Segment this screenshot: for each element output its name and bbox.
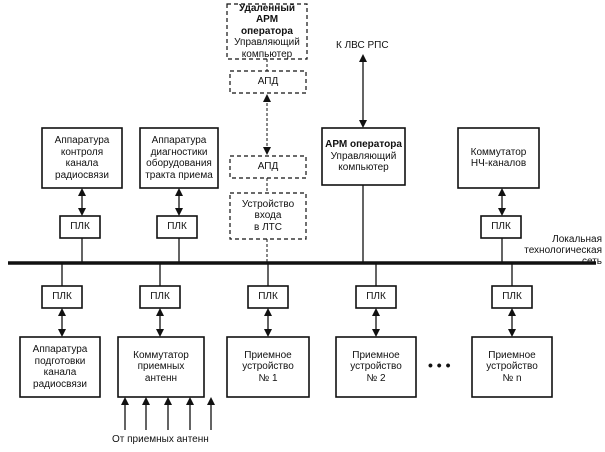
remote-arm-label: Удаленный АРМ оператора Управляющий комп…: [227, 2, 307, 60]
antenna-switch-label: Коммутатор приемных антенн: [133, 349, 189, 384]
apd-bottom-label: АПД: [257, 161, 279, 173]
plc-label: ПЛК: [502, 291, 522, 303]
arm-operator-subtitle: Управляющий компьютер: [330, 150, 397, 174]
radio-prep-box: [19, 336, 101, 398]
arm-operator-title: АРМ оператора: [325, 139, 402, 151]
receiver-1-box: [226, 336, 310, 398]
apd-bottom-box: [229, 155, 307, 179]
receiver-n-label: Приемное устройство № n: [486, 349, 538, 384]
plc-label: ПЛК: [258, 291, 278, 303]
plc-label: ПЛК: [167, 221, 187, 233]
radio-prep-label: Аппаратура подготовки канала радиосвязи: [32, 344, 88, 390]
plc-label: ПЛК: [150, 291, 170, 303]
lan-label: К ЛВС РПС: [336, 40, 389, 51]
network-label: Локальная технологическая сеть: [524, 234, 602, 267]
diagnostics-label: Аппаратура диагностики оборудования трак…: [145, 135, 213, 181]
lts-entry-label: Устройство входа в ЛТС: [241, 198, 295, 233]
plc-label: ПЛК: [491, 221, 511, 233]
receiver-n-box: [471, 336, 553, 398]
apd-top-box: [229, 70, 307, 94]
antennas-label: От приемных антенн: [112, 434, 209, 445]
apd-top-label: АПД: [257, 76, 279, 88]
radio-control-label: Аппаратура контроля канала радиосвязи: [54, 135, 110, 181]
antenna-switch-box: [117, 336, 205, 398]
arm-operator-label: АРМ оператора Управляющий компьютер: [322, 128, 405, 185]
lts-entry-box: [229, 192, 307, 240]
lf-switch-label: Коммутатор НЧ-каналов: [470, 146, 527, 170]
plc-box-top-3: [480, 215, 522, 239]
ellipsis: • • •: [428, 357, 451, 373]
receiver-1-label: Приемное устройство № 1: [242, 349, 294, 384]
receiver-2-label: Приемное устройство № 2: [350, 349, 402, 384]
plc-label: ПЛК: [70, 221, 90, 233]
plc-label: ПЛК: [366, 291, 386, 303]
plc-box-top-2: [156, 215, 198, 239]
remote-arm-title: Удаленный АРМ оператора: [238, 2, 296, 37]
plc-label: ПЛК: [52, 291, 72, 303]
receiver-2-box: [335, 336, 417, 398]
remote-arm-subtitle: Управляющий компьютер: [234, 37, 300, 60]
antenna-input-arrows: [121, 397, 215, 430]
plc-box-top-1: [59, 215, 101, 239]
